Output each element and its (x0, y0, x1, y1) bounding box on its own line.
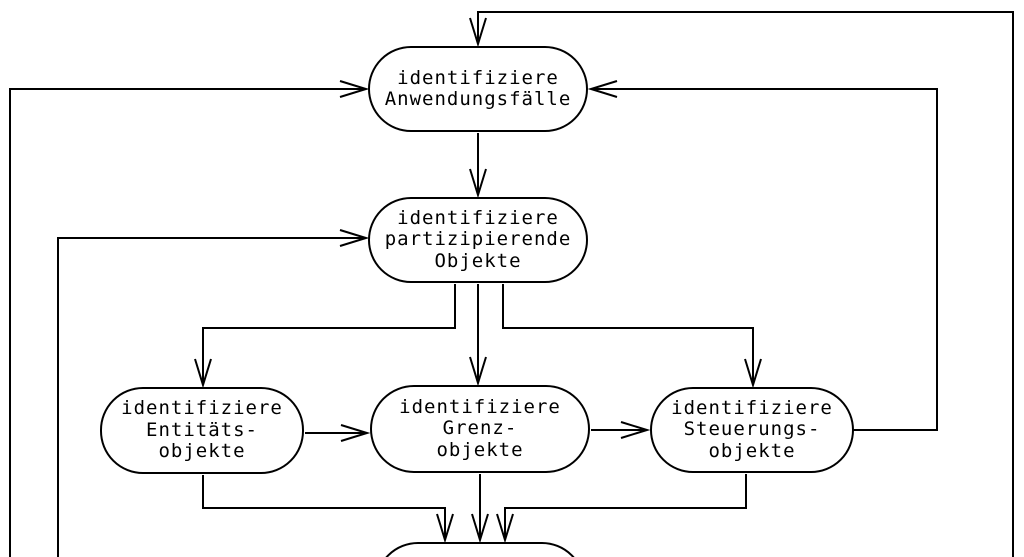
edge-left-outer-loop-into-anwendungsfaelle (9, 80, 370, 557)
node-label: identifiziere Grenz- objekte (399, 395, 561, 462)
node-bottom-partial (375, 542, 585, 557)
node-label: identifiziere Entitäts- objekte (121, 398, 283, 463)
node-label-line: Grenz- (442, 417, 518, 440)
edge-top-right-loop-into-anwendungsfaelle (469, 11, 1014, 557)
node-identifiziere-anwendungsfaelle: identifiziere Anwendungsfälle (368, 46, 588, 132)
edge-steuerungs-to-bottom-node (496, 474, 747, 544)
node-label-line: identifiziere (671, 396, 833, 419)
node-label: identifiziere partizipierende Objekte (384, 206, 572, 273)
node-label-line: identifiziere (399, 395, 561, 418)
edge-partizipierende-to-entitaets (194, 284, 456, 389)
edge-partizipierende-to-steuerungs (502, 284, 762, 389)
edge-left-inner-loop-into-partizipierende (57, 229, 370, 557)
node-label-line: identifiziere (397, 206, 559, 229)
node-label: identifiziere Steuerungs- objekte (671, 396, 833, 463)
node-label-line: objekte (158, 440, 246, 463)
node-label-line: identifiziere (121, 397, 283, 420)
node-label-line: Steuerungs- (683, 418, 821, 441)
node-label-line: partizipierende (384, 228, 572, 251)
node-label-line: Anwendungsfälle (384, 88, 572, 110)
node-identifiziere-grenz-objekte: identifiziere Grenz- objekte (370, 385, 590, 473)
edge-entitaets-to-bottom-node (202, 475, 454, 544)
node-label: identifiziere Anwendungsfälle (384, 66, 572, 111)
node-label-line: Entitäts- (146, 418, 258, 441)
node-identifiziere-partizipierende-objekte: identifiziere partizipierende Objekte (368, 197, 588, 283)
node-label-line: objekte (708, 439, 796, 462)
node-label-line: Objekte (434, 249, 522, 272)
node-identifiziere-entitaets-objekte: identifiziere Entitäts- objekte (100, 387, 304, 474)
node-label-line: identifiziere (397, 66, 559, 89)
node-label-line: objekte (436, 438, 524, 461)
edge-steuerungs-to-anwendungsfaelle-right-loop (587, 80, 938, 431)
node-identifiziere-steuerungs-objekte: identifiziere Steuerungs- objekte (650, 387, 854, 473)
